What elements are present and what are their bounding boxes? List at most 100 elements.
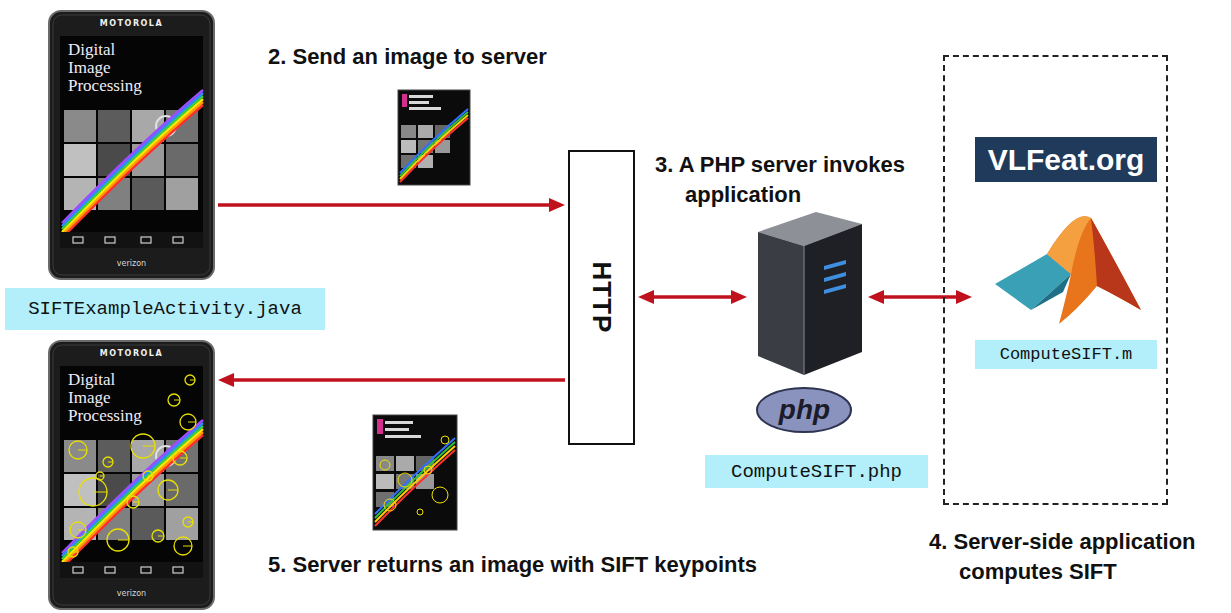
arrow-head <box>956 290 972 304</box>
arrow-head <box>549 198 565 212</box>
nav-icon <box>105 567 115 573</box>
book-swoosh <box>375 446 455 522</box>
arrow-shaft <box>652 295 733 299</box>
keypoint <box>168 394 180 406</box>
keypoint-orientation <box>183 546 192 547</box>
phone-screen <box>60 366 203 578</box>
cover-swoosh <box>62 96 203 229</box>
phone-body <box>49 11 214 279</box>
keypoint <box>180 414 196 430</box>
keypoint <box>127 496 139 508</box>
keypoint <box>68 547 78 557</box>
book-cover <box>398 90 470 185</box>
keypoint-orientation <box>158 536 164 537</box>
http-box: HTTP <box>568 150 635 445</box>
phone-screen <box>60 36 203 248</box>
step-label: 5. Server returns an image with SIFT key… <box>268 550 757 580</box>
book-letter <box>377 419 383 434</box>
keypoint-orientation <box>168 490 178 491</box>
book-letter <box>402 94 407 107</box>
matlab-app: ComputeSIFT.m <box>975 212 1157 369</box>
flow-arrow <box>638 290 747 304</box>
server-light <box>824 260 846 270</box>
server-light <box>824 284 846 294</box>
matlab-logo <box>975 212 1157 332</box>
nav-icon <box>141 237 151 243</box>
book-thumbnail-keypoints <box>373 415 457 530</box>
keypoint-orientation <box>180 458 187 459</box>
nav-icon <box>73 567 83 573</box>
step-label: 2. Send an image to server <box>268 42 547 72</box>
server-edge <box>803 246 805 375</box>
cover-swoosh <box>62 93 203 226</box>
brand-text: MOTOROLA <box>48 349 215 359</box>
arrow-shaft <box>232 378 565 382</box>
book-swoosh <box>375 450 455 526</box>
phone-device: MOTOROLADigital Image ProcessingverizonS… <box>48 10 215 280</box>
keypoint-orientation <box>148 476 153 477</box>
nav-bar <box>60 232 203 248</box>
keypoint <box>185 375 195 385</box>
server-side <box>758 232 804 375</box>
cover-swoosh <box>62 105 203 238</box>
nav-icon <box>173 237 183 243</box>
arrow-head <box>218 373 234 387</box>
keypoint <box>107 529 129 551</box>
file-label: ComputeSIFT.m <box>1000 345 1133 364</box>
keypoint <box>103 457 113 467</box>
book-image <box>418 125 433 138</box>
keypoint <box>69 441 87 459</box>
step-label: 3. A PHP server invokes application <box>655 150 945 210</box>
cover-image <box>64 144 96 176</box>
cover-image <box>64 474 96 506</box>
cover-image <box>64 110 96 142</box>
cover-swoosh <box>62 420 203 553</box>
keypoint-orientation <box>73 552 78 553</box>
keypoint <box>432 487 448 503</box>
cover-image <box>64 440 96 472</box>
arrow-shaft <box>218 203 551 207</box>
cover-swoosh <box>62 102 203 235</box>
keypoint <box>173 451 187 465</box>
flow-arrow <box>218 373 565 387</box>
book-cover <box>373 415 457 530</box>
nav-icon <box>105 237 115 243</box>
book-swoosh <box>400 112 468 176</box>
keypoint-orientation <box>108 462 113 463</box>
nav-bar <box>60 562 203 578</box>
book-swoosh <box>400 115 468 179</box>
book-swoosh <box>400 118 468 182</box>
book-title: Digital Image Processing <box>68 41 160 95</box>
cover-swoosh <box>62 435 203 568</box>
keypoint-orientation <box>188 522 193 523</box>
file-label: ComputeSIFT.php <box>731 461 902 483</box>
brand-text: MOTOROLA <box>48 19 215 29</box>
logo-text: VLFeat.org <box>988 143 1145 177</box>
flow-arrow <box>218 198 565 212</box>
keypoint <box>424 466 432 474</box>
keypoint-orientation <box>118 540 129 541</box>
server-front <box>804 224 862 375</box>
keypoint-orientation <box>78 530 86 531</box>
keypoint <box>398 473 412 487</box>
arrow-head <box>868 290 884 304</box>
book-swoosh <box>400 109 468 173</box>
book-swoosh <box>375 442 455 518</box>
keypoint-orientation <box>78 450 87 451</box>
arrow-shaft <box>882 295 958 299</box>
library-logo: VLFeat.org <box>975 137 1157 182</box>
protocol-label: HTTP <box>586 262 617 334</box>
file-label: SIFTExampleActivity.java <box>28 298 302 320</box>
server-light <box>824 272 846 282</box>
phone-bezel <box>53 15 210 275</box>
cover-swoosh <box>62 99 203 232</box>
book-image <box>401 125 416 138</box>
book-image <box>376 474 394 489</box>
phone-bezel <box>53 345 210 605</box>
server-side-region: VLFeat.orgComputeSIFT.m4. Server-side ap… <box>943 55 1168 505</box>
keypoint <box>152 530 164 542</box>
carrier-text: verizon <box>48 589 215 599</box>
flow-arrow <box>868 290 972 304</box>
keypoint <box>174 537 192 555</box>
cover-image <box>98 110 130 142</box>
